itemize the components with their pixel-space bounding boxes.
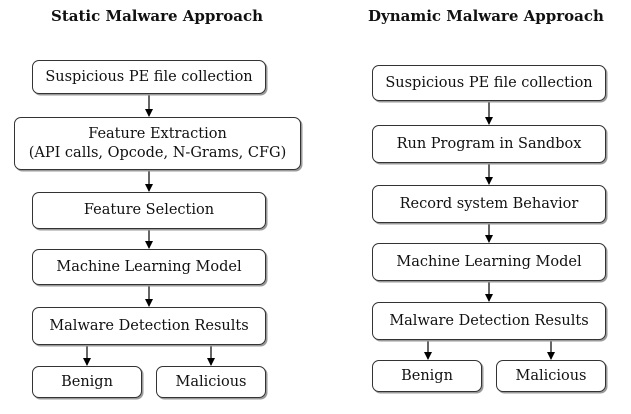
static-step-model-label: Machine Learning Model [56, 258, 242, 275]
dynamic-step-record-behavior: Record system Behavior [372, 185, 606, 223]
dynamic-output-benign-label: Benign [401, 367, 453, 384]
static-step-ml-model: Machine Learning Model [32, 249, 266, 285]
static-step-extraction-label: Feature Extraction [88, 125, 227, 142]
dynamic-step-results-label: Malware Detection Results [389, 312, 589, 329]
dynamic-output-malicious: Malicious [496, 360, 606, 392]
dynamic-step-collection-label: Suspicious PE file collection [385, 74, 593, 91]
static-output-malicious: Malicious [156, 366, 266, 398]
static-step-collection: Suspicious PE file collection [32, 60, 266, 94]
static-step-detection-results: Malware Detection Results [32, 307, 266, 345]
static-output-benign: Benign [32, 366, 142, 398]
dynamic-step-detection-results: Malware Detection Results [372, 302, 606, 340]
static-output-malicious-label: Malicious [175, 373, 247, 390]
static-step-feature-extraction: Feature Extraction (API calls, Opcode, N… [14, 117, 301, 170]
dynamic-step-collection: Suspicious PE file collection [372, 65, 606, 101]
static-step-selection-label: Feature Selection [83, 202, 215, 218]
static-step-results-label: Malware Detection Results [49, 317, 249, 334]
static-step-collection-label: Suspicious PE file collection [45, 68, 253, 85]
static-step-feature-selection: Feature Selection [32, 192, 266, 229]
static-step-extraction-detail: (API calls, Opcode, N-Grams, CFG) [28, 144, 287, 161]
static-approach-title: Static Malware Approach [51, 7, 264, 25]
dynamic-output-malicious-label: Malicious [515, 367, 587, 384]
dynamic-step-run-sandbox: Run Program in Sandbox [372, 125, 606, 163]
dynamic-step-sandbox-label: Run Program in Sandbox [396, 135, 582, 152]
static-output-benign-label: Benign [61, 373, 113, 390]
dynamic-step-record-label: Record system Behavior [399, 195, 579, 212]
dynamic-output-benign: Benign [372, 360, 482, 392]
dynamic-step-model-label: Machine Learning Model [396, 253, 582, 270]
dynamic-approach-title: Dynamic Malware Approach [368, 7, 604, 25]
dynamic-step-ml-model: Machine Learning Model [372, 243, 606, 281]
